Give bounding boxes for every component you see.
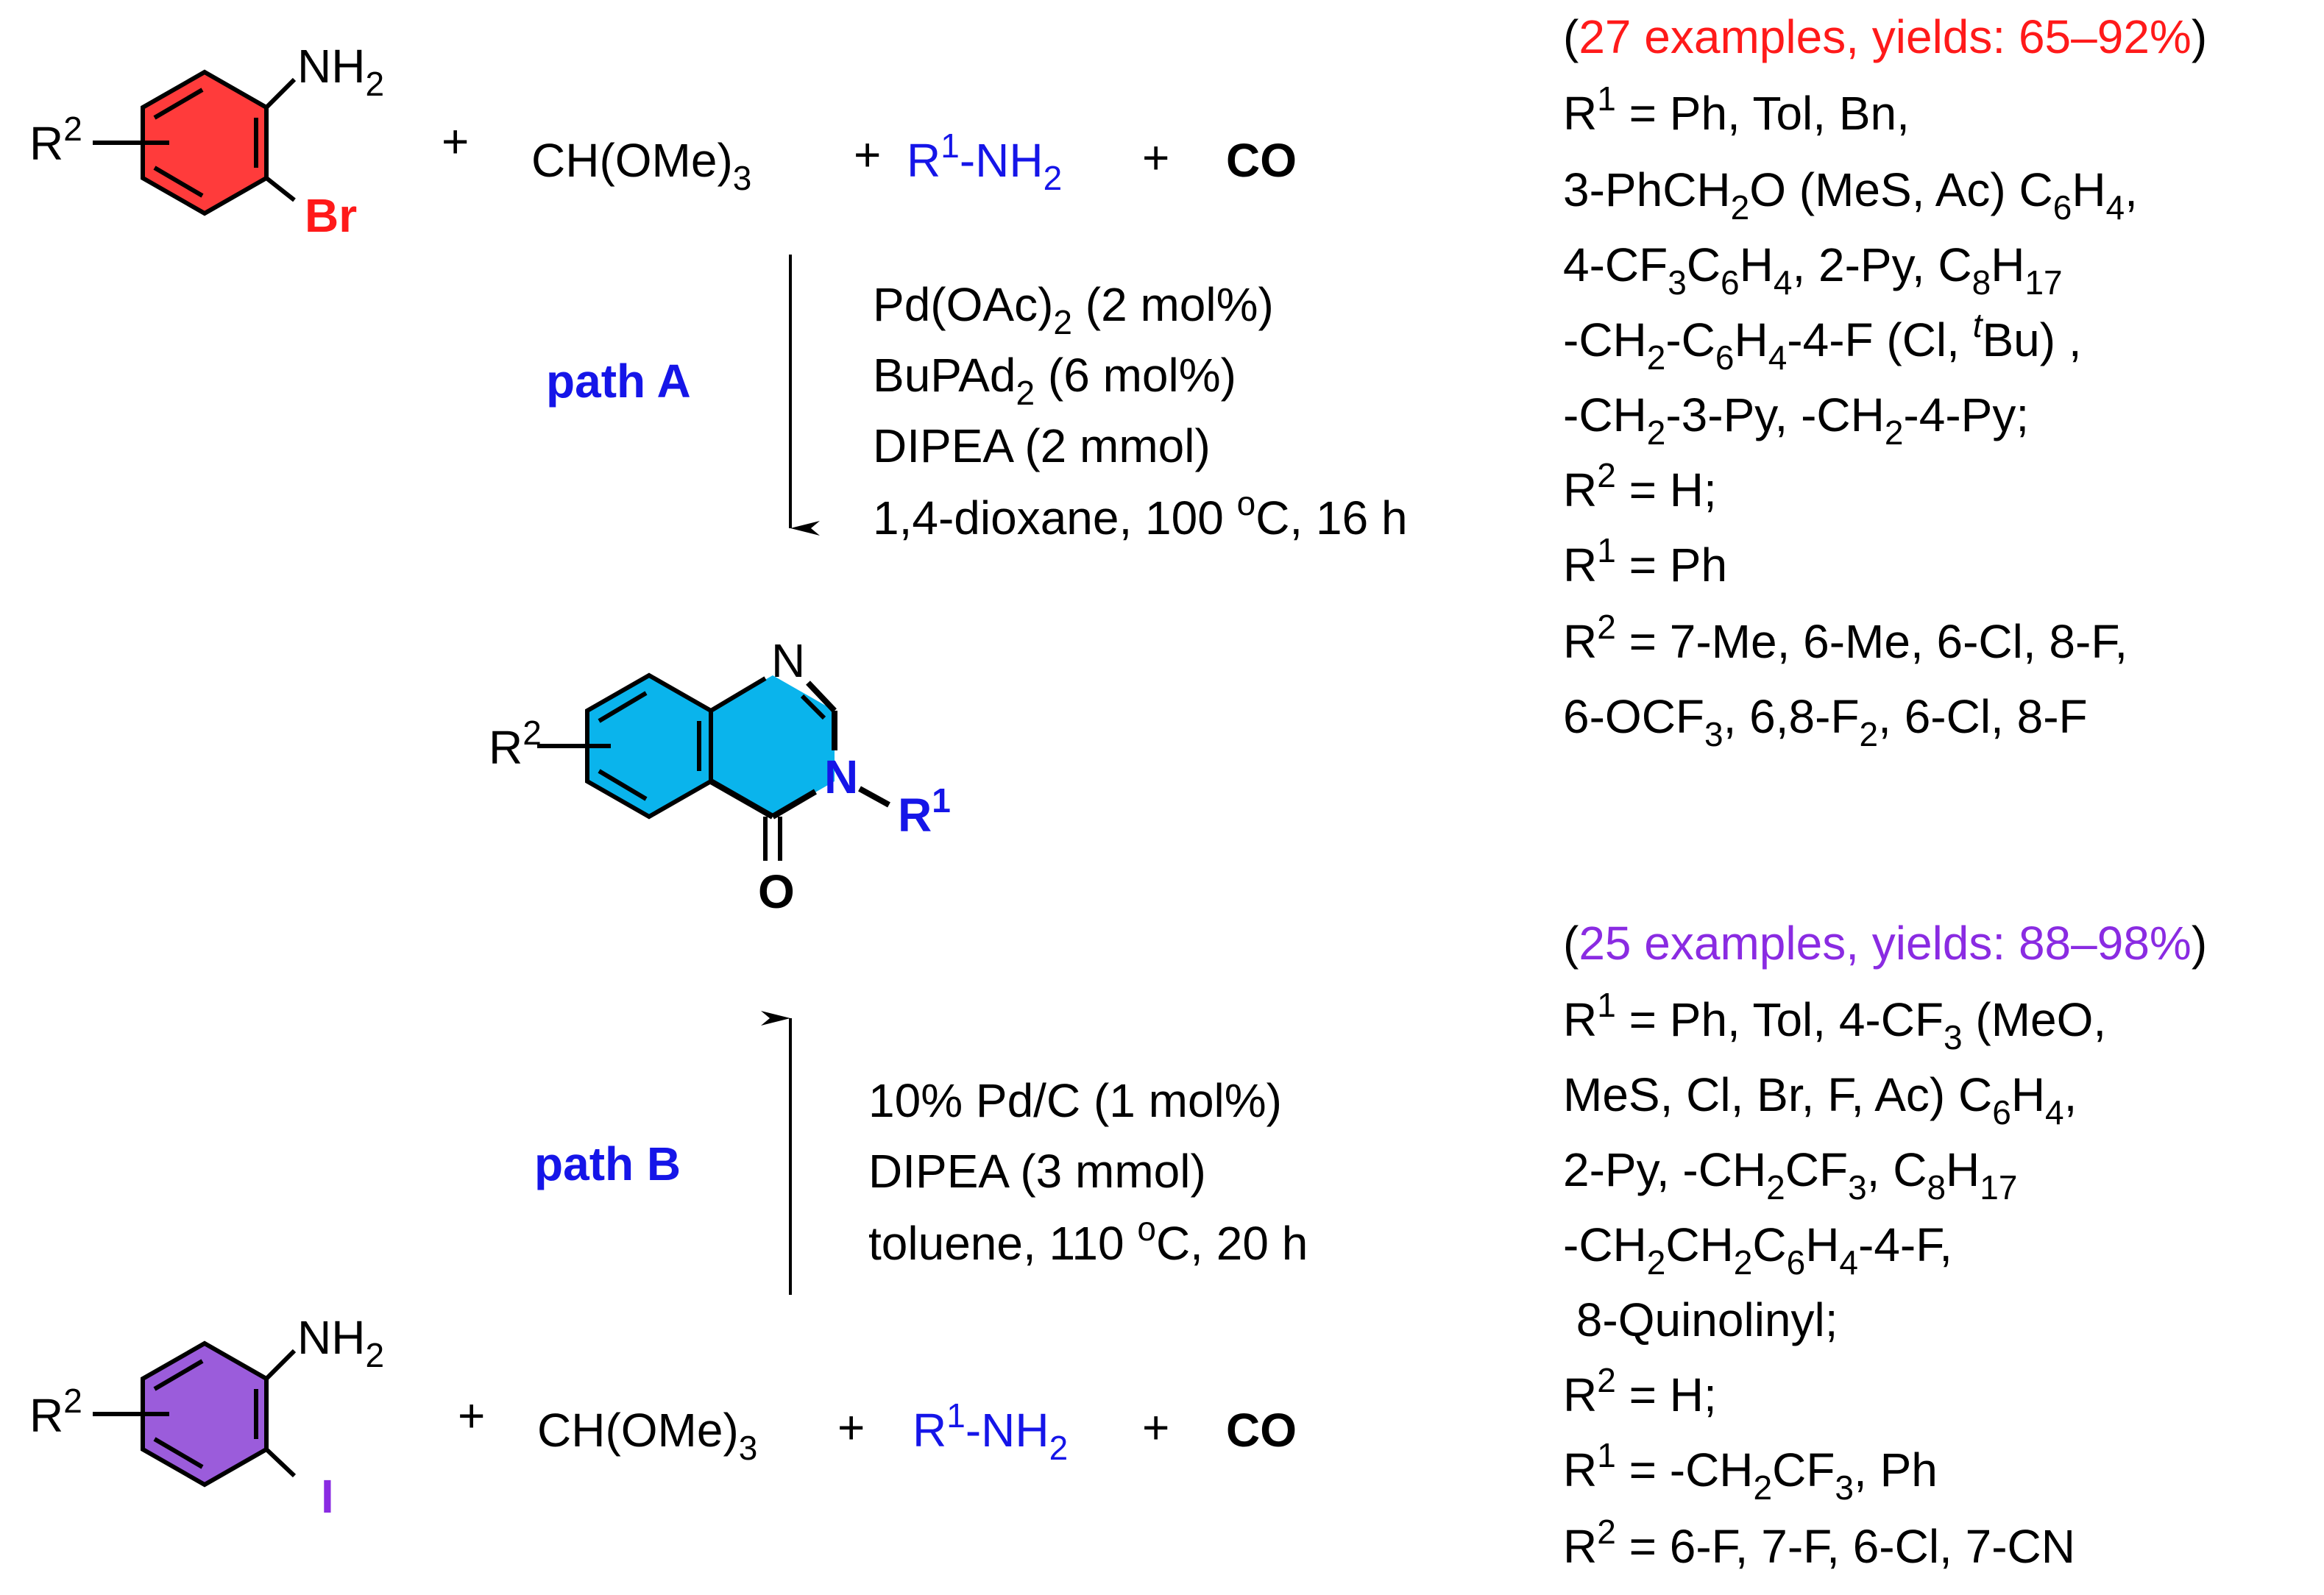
path-a-condition: 1,4-dioxane, 100 oC, 16 h: [873, 484, 1408, 544]
iodo-r2-label: R2: [29, 1382, 82, 1442]
plus-sign: +: [854, 128, 881, 181]
scope-b-line: R1 = Ph, Tol, 4-CF3 (MeO,: [1563, 986, 2106, 1056]
scope-a-line: 6-OCF3, 6,8-F2, 6-Cl, 8-F: [1563, 690, 2088, 753]
scope-b-list: (25 examples, yields: 88–98%) R1 = Ph, T…: [1563, 917, 2207, 1573]
product-r2: R2: [489, 714, 542, 774]
path-b-condition: toluene, 110 oC, 20 h: [868, 1209, 1308, 1270]
scope-a-line: R1 = Ph, Tol, Bn,: [1563, 79, 1910, 140]
plus-sign: +: [458, 1389, 485, 1442]
scope-a-line: -CH2-C6H4-4-F (Cl, tBu) ,: [1563, 306, 2082, 377]
orthoester-a: CH(OMe)3: [531, 134, 751, 197]
product-n-top: N: [771, 634, 805, 687]
bromo-nh2-label: NH2: [297, 40, 384, 103]
product-carbonyl-o: O: [758, 865, 795, 918]
product-r1: R1: [898, 781, 951, 842]
scope-b-examples: (25 examples, yields: 88–98%): [1563, 917, 2207, 970]
scope-a-line: R1 = Ph: [1563, 531, 1727, 592]
quinazolinone-structure: N N O R1 R2: [489, 634, 951, 918]
scope-b-line: -CH2CH2C6H4-4-F,: [1563, 1218, 1952, 1282]
scope-b-line: R1 = -CH2CF3, Ph: [1563, 1436, 1938, 1507]
path-b-condition: 10% Pd/C (1 mol%): [868, 1074, 1282, 1127]
path-b-label: path B: [534, 1137, 681, 1190]
iodo-nh2-label: NH2: [297, 1311, 384, 1374]
scope-a-examples: (27 examples, yields: 65–92%): [1563, 10, 2207, 63]
bromo-r2-label: R2: [29, 110, 82, 170]
bromine-label: Br: [305, 189, 357, 242]
scope-a-line: R2 = H;: [1563, 456, 1717, 516]
amine-b: R1-NH2: [913, 1396, 1068, 1467]
scope-b-line: 8-Quinolinyl;: [1563, 1293, 1838, 1346]
scope-b-line: MeS, Cl, Br, F, Ac) C6H4,: [1563, 1068, 2077, 1132]
co-b: CO: [1226, 1404, 1297, 1457]
plus-sign: +: [837, 1401, 865, 1454]
scope-a-line: 4-CF3C6H4, 2-Py, C8H17: [1563, 238, 2063, 302]
scope-b-line: 2-Py, -CH2CF3, C8H17: [1563, 1143, 2017, 1207]
path-a-condition: DIPEA (2 mmol): [873, 419, 1211, 472]
scope-b-line: R2 = H;: [1563, 1361, 1717, 1421]
iodine-label: I: [321, 1470, 334, 1523]
amine-a: R1-NH2: [907, 127, 1062, 197]
product-n-bottom: N: [824, 750, 858, 803]
path-b-condition: DIPEA (3 mmol): [868, 1145, 1206, 1198]
scope-b-line: R2 = 6-F, 7-F, 6-Cl, 7-CN: [1563, 1513, 2075, 1573]
iodoaniline-structure: NH2 I R2: [29, 1311, 384, 1523]
path-a-label: path A: [546, 355, 691, 408]
plus-sign: +: [1142, 1401, 1169, 1454]
orthoester-b: CH(OMe)3: [537, 1404, 757, 1467]
plus-sign: +: [1142, 131, 1169, 184]
plus-sign: +: [442, 115, 469, 168]
scope-a-line: -CH2-3-Py, -CH2-4-Py;: [1563, 388, 2029, 452]
co-a: CO: [1226, 134, 1297, 187]
path-a-condition: BuPAd2 (6 mol%): [873, 349, 1236, 412]
scope-a-list: (27 examples, yields: 65–92%) R1 = Ph, T…: [1563, 10, 2207, 753]
bromoaniline-structure: NH2 Br R2: [29, 40, 384, 242]
scope-a-line: 3-PhCH2O (MeS, Ac) C6H4,: [1563, 163, 2138, 227]
path-a-condition: Pd(OAc)2 (2 mol%): [873, 278, 1274, 341]
scope-a-line: R2 = 7-Me, 6-Me, 6-Cl, 8-F,: [1563, 608, 2128, 668]
